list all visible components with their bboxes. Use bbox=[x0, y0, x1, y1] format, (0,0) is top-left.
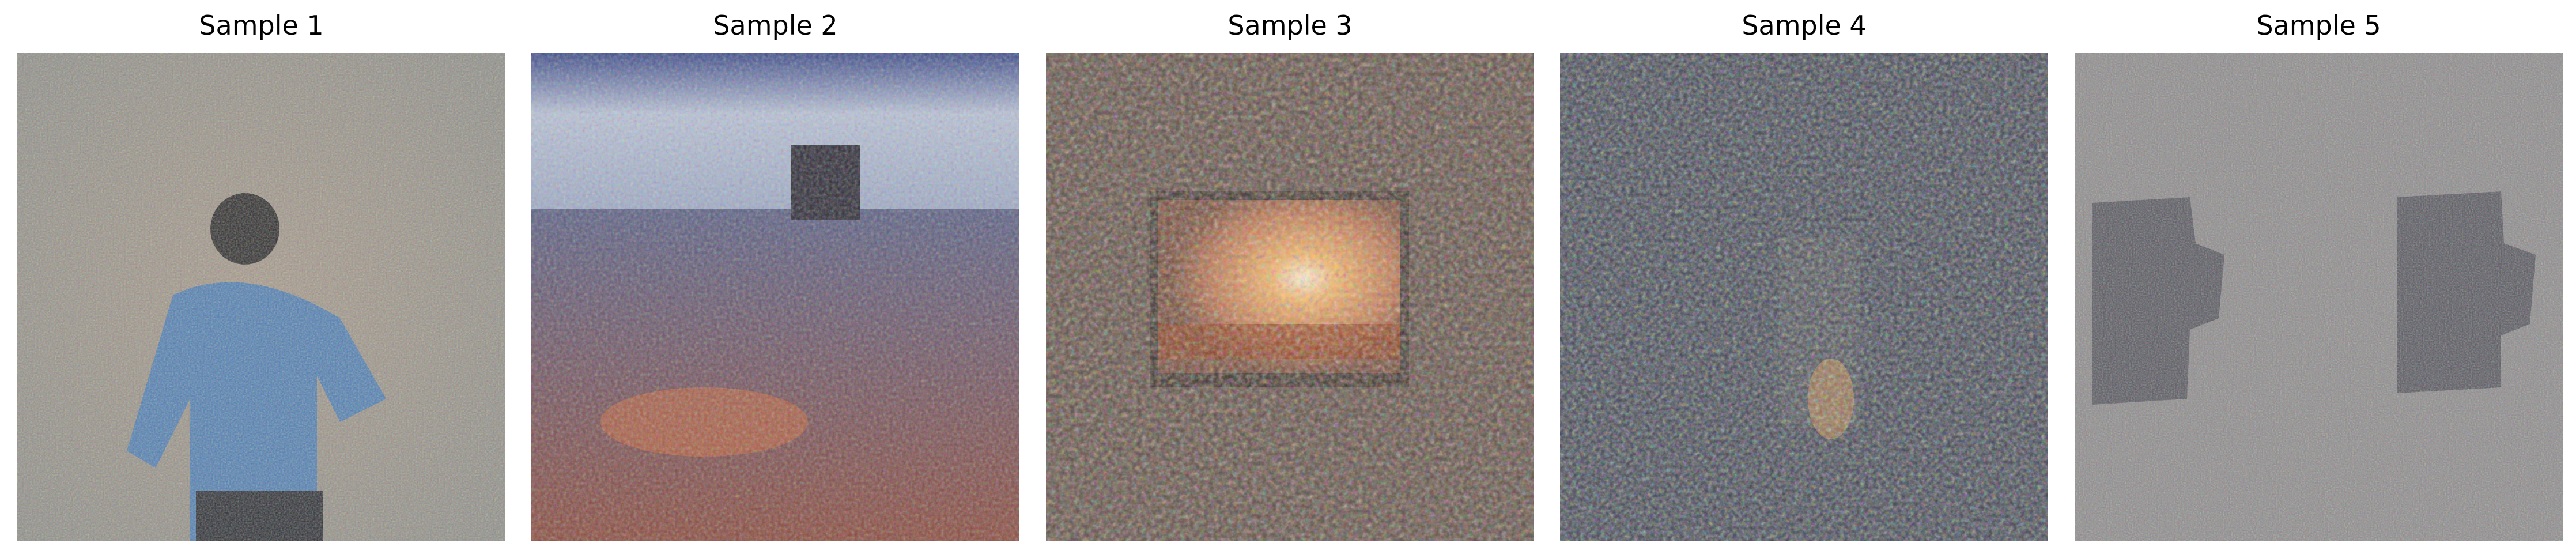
sample-panel-4: Sample 4 bbox=[1560, 0, 2048, 558]
sample-panel-1: Sample 1 bbox=[17, 0, 505, 558]
sample-image-2 bbox=[531, 53, 1019, 541]
sample-image-1 bbox=[17, 53, 505, 541]
sample-image-5 bbox=[2075, 53, 2563, 541]
sample-title: Sample 5 bbox=[2256, 10, 2381, 41]
sample-panel-5: Sample 5 bbox=[2075, 0, 2563, 558]
sample-image-3 bbox=[1046, 53, 1534, 541]
sample-title: Sample 4 bbox=[1742, 10, 1867, 41]
sample-title: Sample 3 bbox=[1227, 10, 1353, 41]
sample-panel-2: Sample 2 bbox=[531, 0, 1019, 558]
sample-panel-3: Sample 3 bbox=[1046, 0, 1534, 558]
sample-title: Sample 2 bbox=[713, 10, 838, 41]
sample-title: Sample 1 bbox=[199, 10, 324, 41]
sample-image-4 bbox=[1560, 53, 2048, 541]
